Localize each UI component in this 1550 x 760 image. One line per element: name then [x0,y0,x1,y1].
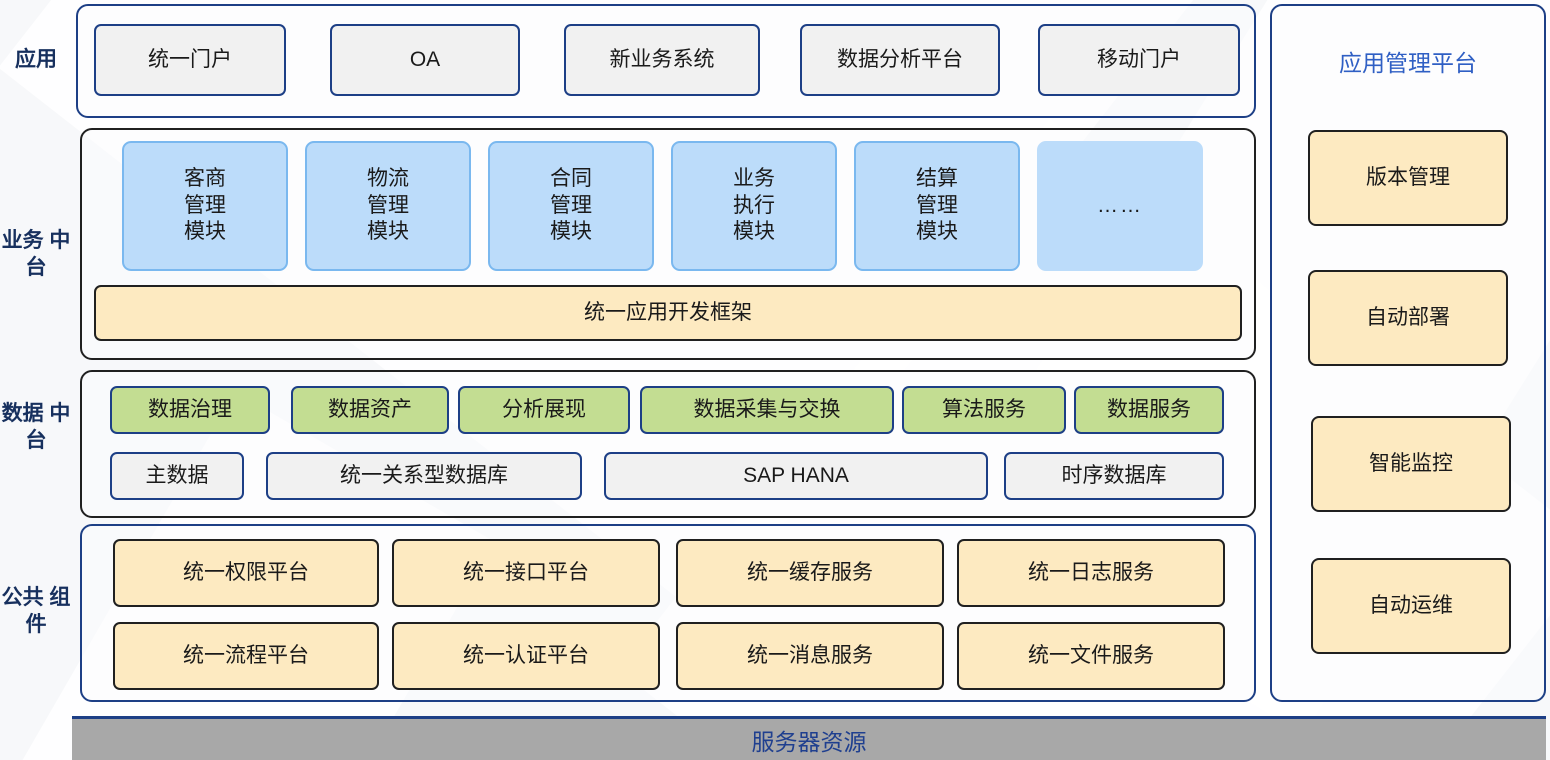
business-module-contract-management[interactable]: 合同 管理 模块 [488,141,654,271]
app-box-new-business-system[interactable]: 新业务系统 [564,24,760,96]
data-store-timeseries-db[interactable]: 时序数据库 [1004,452,1224,500]
app-mgmt-item-intelligent-monitoring[interactable]: 智能监控 [1311,416,1511,512]
public-component-unified-interface-platform[interactable]: 统一接口平台 [392,539,660,607]
data-service-data-service[interactable]: 数据服务 [1074,386,1224,434]
rail-label-public-components: 公共 组件 [1,586,71,636]
public-component-unified-cache-service[interactable]: 统一缓存服务 [676,539,944,607]
public-component-unified-process-platform[interactable]: 统一流程平台 [113,622,379,690]
app-box-mobile-portal[interactable]: 移动门户 [1038,24,1240,96]
app-management-platform-title: 应用管理平台 [1339,50,1477,76]
business-module-more: …… [1037,141,1203,271]
business-module-business-execution[interactable]: 业务 执行 模块 [671,141,837,271]
public-component-unified-permission-platform[interactable]: 统一权限平台 [113,539,379,607]
app-mgmt-item-auto-operations[interactable]: 自动运维 [1311,558,1511,654]
public-component-unified-log-service[interactable]: 统一日志服务 [957,539,1225,607]
public-component-unified-auth-platform[interactable]: 统一认证平台 [392,622,660,690]
app-box-oa[interactable]: OA [330,24,520,96]
unified-app-dev-framework[interactable]: 统一应用开发框架 [94,285,1242,341]
business-module-customer-management[interactable]: 客商 管理 模块 [122,141,288,271]
rail-label-data-middle-platform: 数据 中台 [1,402,71,452]
data-store-master-data[interactable]: 主数据 [110,452,244,500]
data-service-governance[interactable]: 数据治理 [110,386,270,434]
app-mgmt-item-auto-deployment[interactable]: 自动部署 [1308,270,1508,366]
rail-label-application: 应用 [15,48,57,71]
data-store-unified-rdbms[interactable]: 统一关系型数据库 [266,452,582,500]
server-resources-bar[interactable]: 服务器资源 [72,716,1546,760]
business-module-logistics-management[interactable]: 物流 管理 模块 [305,141,471,271]
app-mgmt-item-version-management[interactable]: 版本管理 [1308,130,1508,226]
app-box-unified-portal[interactable]: 统一门户 [94,24,286,96]
data-service-analysis-presentation[interactable]: 分析展现 [458,386,630,434]
public-component-unified-message-service[interactable]: 统一消息服务 [676,622,944,690]
data-service-collection-exchange[interactable]: 数据采集与交换 [640,386,894,434]
rail-label-business-middle-platform: 业务 中台 [1,229,71,279]
data-store-sap-hana[interactable]: SAP HANA [604,452,988,500]
data-service-algorithm[interactable]: 算法服务 [902,386,1066,434]
public-component-unified-file-service[interactable]: 统一文件服务 [957,622,1225,690]
data-service-assets[interactable]: 数据资产 [291,386,449,434]
app-box-data-analysis-platform[interactable]: 数据分析平台 [800,24,1000,96]
business-module-settlement-management[interactable]: 结算 管理 模块 [854,141,1020,271]
